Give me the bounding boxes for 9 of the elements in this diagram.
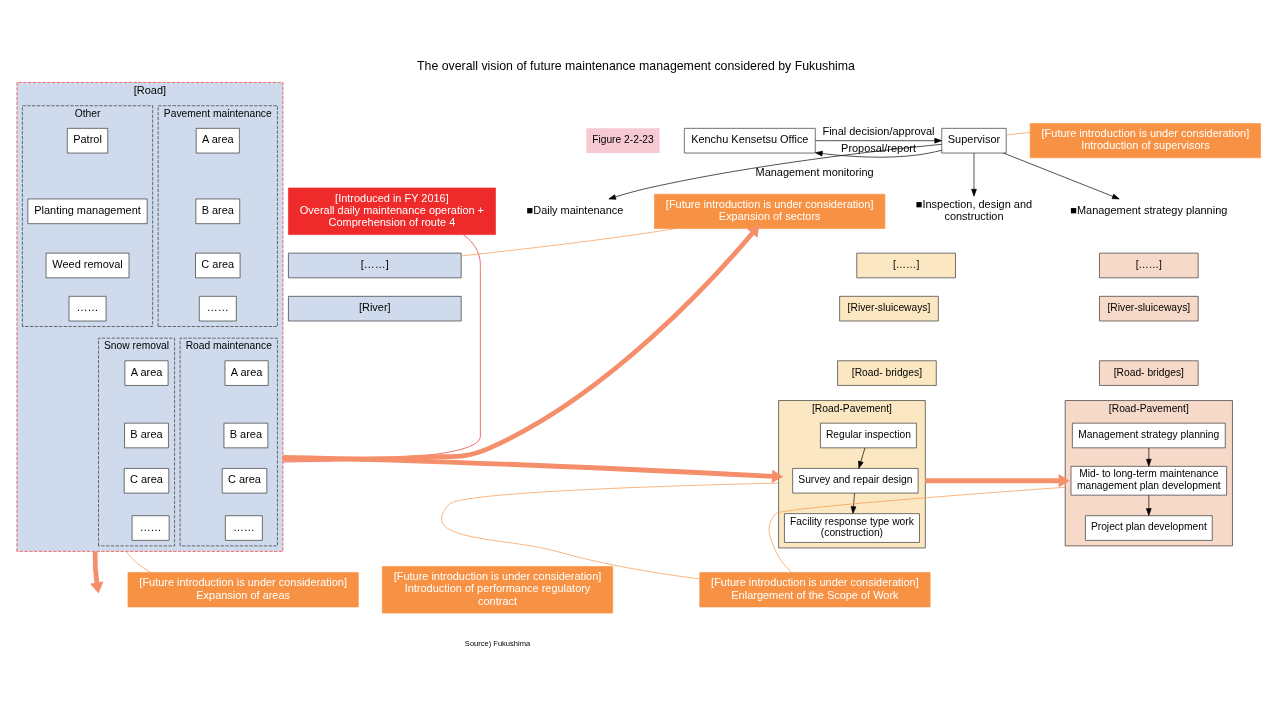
node-text: ■Management strategy planning (1070, 203, 1228, 216)
node-text: ■Inspection, design and construction (915, 197, 1033, 222)
edge-label: Proposal/report (841, 141, 916, 154)
node-text: ■Daily maintenance (526, 203, 624, 216)
diagram-title: The overall vision of future maintenance management considered by Fukushima (417, 58, 855, 73)
label: Figure 2-2-23 (592, 133, 654, 145)
caption: Source) Fukushima (464, 638, 531, 648)
edge-label: Management monitoring (755, 165, 874, 178)
edge-label: Final decision/approval (822, 124, 935, 137)
